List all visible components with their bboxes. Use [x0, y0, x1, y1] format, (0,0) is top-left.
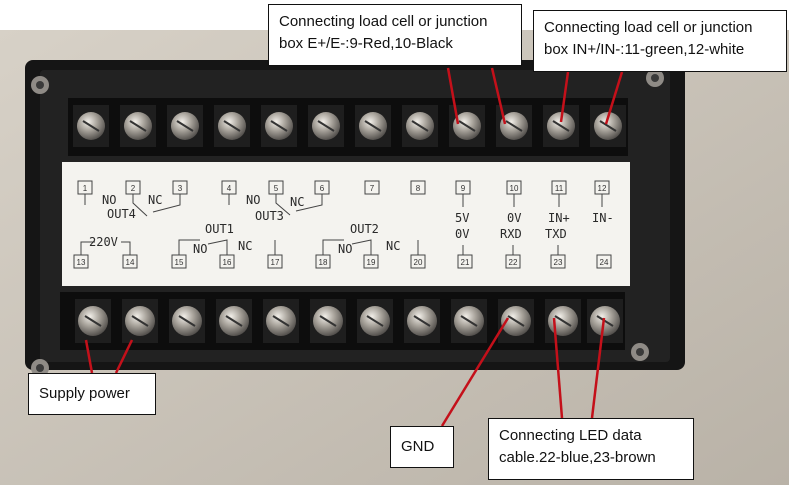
relay-labels: NO NC OUT4 NO NC OUT3 OUT1 NO NC OUT2 NO… [89, 193, 400, 256]
pin-number: 3 [178, 184, 183, 193]
out4-no-label: NO [102, 193, 116, 207]
out2-nc-label: NC [386, 239, 400, 253]
pin-number: 18 [319, 258, 328, 267]
gnd-callout: GND [390, 426, 454, 468]
pointer-line [114, 339, 134, 374]
wiring-label-plate [62, 162, 630, 286]
terminal-screw [310, 299, 346, 343]
terminal-screw [449, 105, 485, 147]
terminal-screw [308, 105, 344, 147]
terminal-screw [357, 299, 393, 343]
pointer-line [552, 317, 564, 419]
out3-no-label: NO [246, 193, 260, 207]
pointer-line [446, 67, 460, 125]
pin-number: 12 [598, 184, 607, 193]
pointer-line [559, 71, 570, 123]
pin-number: 21 [461, 258, 470, 267]
supply-power-callout: Supply power [28, 373, 156, 415]
terminal-screw [214, 105, 250, 147]
pin-number: 10 [510, 184, 519, 193]
supply-voltage-label: 220V [89, 235, 118, 249]
terminal-screw [263, 299, 299, 343]
terminal-screw [122, 299, 158, 343]
pin12-in-minus-label: IN- [592, 211, 614, 225]
pin-number: 17 [271, 258, 280, 267]
pin-number: 14 [126, 258, 135, 267]
pin10-0v-label: 0V [507, 211, 521, 225]
pin9-5v-label: 5V [455, 211, 469, 225]
pin-number: 20 [414, 258, 423, 267]
pin-number: 5 [274, 184, 279, 193]
signal-labels: 5V 0V 0V RXD IN+ TXD IN- [455, 211, 614, 241]
terminal-screw [75, 299, 111, 343]
out1-nc-label: NC [238, 239, 252, 253]
pin-number: 7 [370, 184, 375, 193]
terminal-screw [590, 105, 626, 147]
pin-number: 11 [555, 184, 564, 193]
pin-number: 24 [600, 258, 609, 267]
terminal-screw [404, 299, 440, 343]
terminal-screw [451, 299, 487, 343]
out1-label: OUT1 [205, 222, 234, 236]
terminal-screw [169, 299, 205, 343]
pin9-0v-label: 0V [455, 227, 469, 241]
pin-number: 22 [509, 258, 518, 267]
pin-number: 2 [131, 184, 136, 193]
pin-number: 15 [175, 258, 184, 267]
terminal-screw [73, 105, 109, 147]
pointer-lines [84, 67, 624, 427]
terminal-screw [167, 105, 203, 147]
pin11-txd-label: TXD [545, 227, 567, 241]
bottom-terminal-row [60, 292, 625, 350]
terminal-screw [402, 105, 438, 147]
pointer-line [490, 67, 507, 125]
out4-label: OUT4 [107, 207, 136, 221]
pin-number: 6 [320, 184, 325, 193]
out1-no-label: NO [193, 242, 207, 256]
terminal-screw [498, 299, 534, 343]
out4-nc-label: NC [148, 193, 162, 207]
pin-number: 23 [554, 258, 563, 267]
terminal-screw [261, 105, 297, 147]
terminal-screw [587, 299, 623, 343]
terminal-screw [120, 105, 156, 147]
terminal-screw [355, 105, 391, 147]
pin-number: 1 [83, 184, 88, 193]
pointer-line [440, 317, 510, 427]
pin10-rxd-label: RXD [500, 227, 522, 241]
relay-wiring-lines [80, 194, 603, 255]
load-cell-excitation-callout: Connecting load cell or junction box E+/… [268, 4, 522, 66]
led-data-cable-callout: Connecting LED data cable.22-blue,23-bro… [488, 418, 694, 480]
out2-label: OUT2 [350, 222, 379, 236]
pin-number: 8 [416, 184, 421, 193]
pin-number: 19 [367, 258, 376, 267]
pin-number: 4 [227, 184, 232, 193]
pin-number: 16 [223, 258, 232, 267]
pointer-line [604, 71, 624, 125]
out3-nc-label: NC [290, 195, 304, 209]
pointer-line [84, 339, 94, 374]
pin11-in-plus-label: IN+ [548, 211, 570, 225]
terminal-screw [216, 299, 252, 343]
terminal-screw [543, 105, 579, 147]
out3-label: OUT3 [255, 209, 284, 223]
terminal-screw [545, 299, 581, 343]
pin-number: 13 [77, 258, 86, 267]
pin-number: 9 [461, 184, 466, 193]
load-cell-signal-callout: Connecting load cell or junction box IN+… [533, 10, 787, 72]
top-terminal-row [68, 98, 628, 156]
out2-no-label: NO [338, 242, 352, 256]
pointer-line [590, 317, 606, 419]
